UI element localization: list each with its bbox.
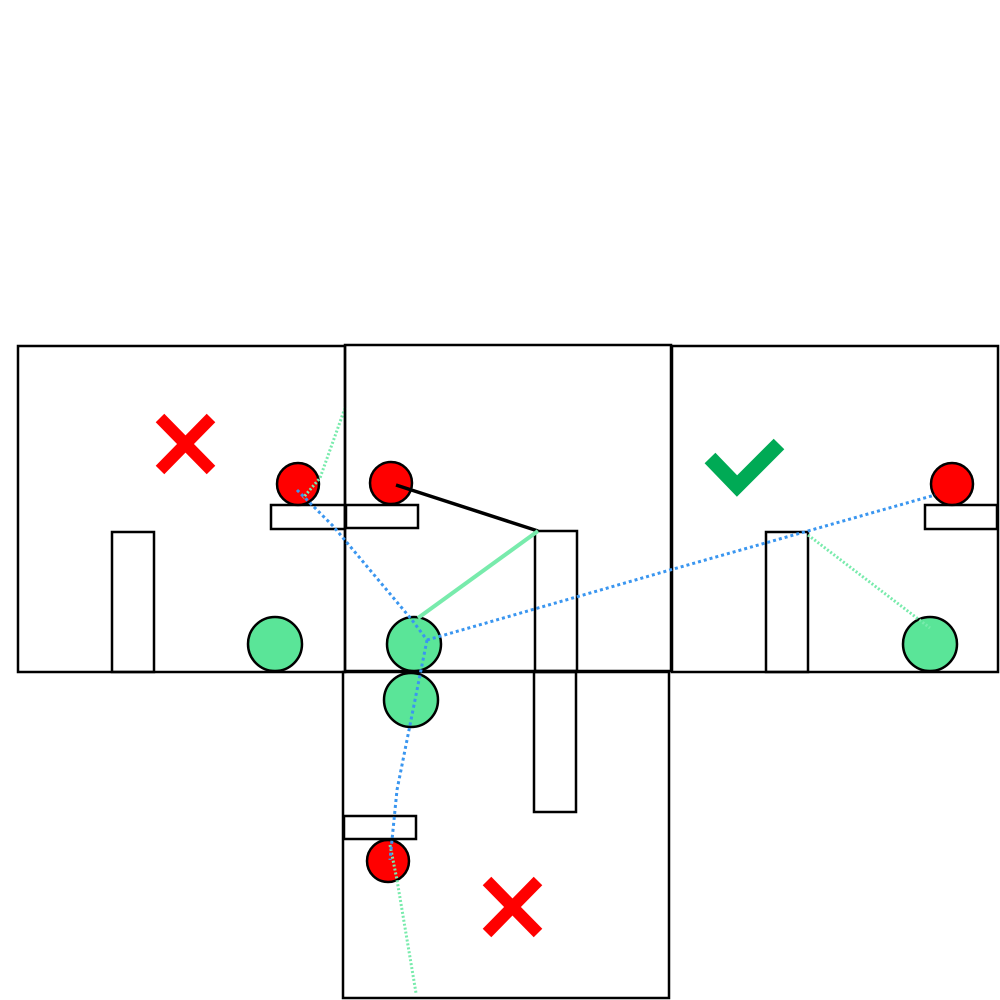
panel-bottom — [341, 670, 671, 1000]
cross-mark-icon — [155, 413, 216, 475]
blue-path-left — [295, 488, 429, 641]
red-ball — [368, 460, 414, 506]
green-ball — [382, 671, 440, 729]
wall-pillar — [764, 530, 810, 674]
panel-left — [16, 344, 347, 674]
green-ball — [901, 615, 959, 673]
red-ball — [275, 461, 321, 507]
check-mark-icon — [704, 438, 785, 497]
green-trajectory — [807, 533, 931, 630]
ledge-platform — [269, 503, 347, 531]
panel-frame — [16, 344, 347, 674]
green-ball — [385, 615, 443, 673]
ledge-platform — [344, 503, 420, 530]
blue-path-right — [426, 493, 936, 642]
green-ball — [246, 615, 304, 673]
ledge-platform — [923, 503, 999, 531]
blue-path-down — [388, 639, 429, 861]
wall-pillar — [110, 530, 156, 674]
cross-mark-icon — [482, 876, 543, 938]
green-trajectory — [388, 844, 418, 994]
panel-frame — [343, 343, 673, 673]
panel-right — [670, 344, 1000, 674]
blue-trajectories — [295, 488, 936, 861]
red-ball — [929, 461, 975, 507]
ledge-platform — [342, 814, 418, 841]
hanging-pillar — [532, 670, 578, 814]
connector-line — [395, 483, 539, 533]
tall-pillar — [533, 529, 579, 673]
red-ball — [365, 838, 411, 884]
panel-frame — [670, 344, 1000, 674]
green-path-line — [416, 529, 540, 620]
panel-center — [343, 343, 673, 673]
green-trajectory — [301, 407, 347, 499]
